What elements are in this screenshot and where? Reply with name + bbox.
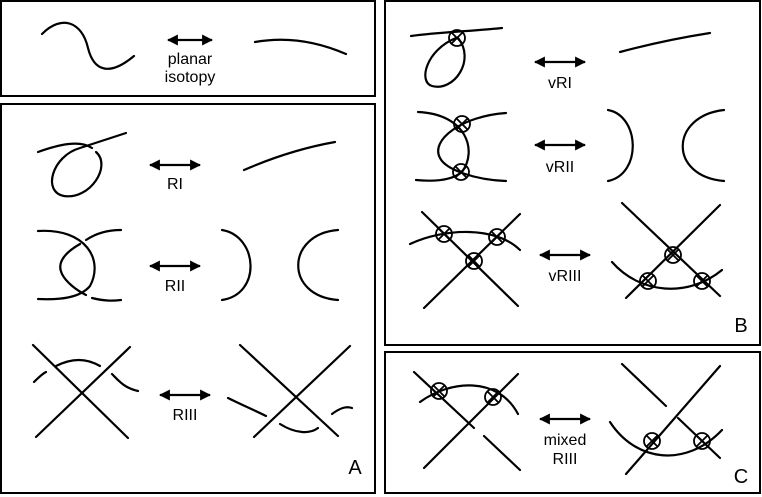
r2-separated-left xyxy=(220,228,252,302)
vr1-unlooped-strand xyxy=(618,31,712,54)
r3-middle-piece-2 xyxy=(54,358,102,368)
r1-move: RI xyxy=(36,131,337,198)
vr2-separated-left xyxy=(606,108,634,183)
r2-understrand-bottom xyxy=(90,296,123,302)
straight-strand xyxy=(253,38,348,56)
r3-moved-middle-piece-2 xyxy=(278,422,320,434)
mixed-moved-left-strand-upper xyxy=(620,362,668,408)
vr2-strand-2 xyxy=(437,111,508,183)
vr1-label: vRI xyxy=(548,75,572,92)
planar-isotopy-frame xyxy=(0,0,376,97)
mixed-middle-strand xyxy=(418,384,520,416)
r1-unlooped-strand xyxy=(242,140,337,172)
r3-left-strand xyxy=(31,343,130,440)
mixed-r3-move: mixed RIII xyxy=(412,362,724,476)
planar-label-line1: planar xyxy=(168,51,213,68)
r2-understrand-top xyxy=(84,228,123,242)
mixed-left-strand-upper xyxy=(412,370,476,430)
vr3-label: vRIII xyxy=(549,268,582,285)
vr3-move: vRIII xyxy=(408,201,724,310)
vr3-left-strand xyxy=(420,210,520,308)
vr3-right-strand xyxy=(422,212,522,310)
r3-move: RIII xyxy=(31,343,354,440)
mixed-moved-middle-strand xyxy=(608,420,724,457)
r2-understrand-mid xyxy=(59,242,88,297)
r1-loop-overstrand xyxy=(36,142,94,154)
mixed-label-line2: RIII xyxy=(553,451,578,468)
r3-moved-left-strand xyxy=(238,343,340,438)
r3-moved-right-strand xyxy=(252,344,352,439)
vr2-label: vRII xyxy=(546,159,574,176)
mixed-left-strand-lower xyxy=(482,434,522,472)
panel-a-frame xyxy=(0,103,376,494)
r3-moved-middle-piece-1 xyxy=(226,396,268,418)
vr1-move: vRI xyxy=(409,26,712,92)
r3-middle-piece-3 xyxy=(110,372,140,393)
r3-moved-middle-piece-3 xyxy=(330,406,354,416)
panel-b-letter: B xyxy=(734,315,747,337)
mixed-virtual-crossing-right-icon xyxy=(484,388,502,406)
vr3-virtual-crossing-middle-icon xyxy=(465,252,483,270)
vr2-virtual-crossing-bottom-icon xyxy=(452,163,470,181)
mixed-moved-virtual-crossing-left-icon xyxy=(643,432,661,450)
wiggly-strand xyxy=(40,21,136,70)
r1-label: RI xyxy=(167,176,183,193)
vr3-moved-virtual-crossing-top-icon xyxy=(664,246,682,264)
r2-separated-right xyxy=(297,228,340,302)
mixed-right-strand xyxy=(422,372,520,470)
mixed-label-line1: mixed xyxy=(544,432,587,449)
r2-label: RII xyxy=(165,278,185,295)
panel-b: vRI vRII vRIII xyxy=(384,0,761,346)
vr2-separated-right xyxy=(681,108,726,183)
planar-isotopy-panel: planar isotopy xyxy=(0,0,376,97)
r2-overstrand xyxy=(36,229,96,301)
r3-middle-piece-1 xyxy=(32,370,48,384)
r2-move: RII xyxy=(36,228,340,302)
vr3-moved-virtual-crossing-right-icon xyxy=(693,272,711,290)
r1-loop-understrand xyxy=(50,131,128,198)
r3-label: RIII xyxy=(173,407,198,424)
panel-c-frame xyxy=(384,351,761,494)
panel-b-frame xyxy=(384,0,761,346)
panel-c: mixed RIII C xyxy=(384,351,761,494)
vr3-virtual-crossing-right-icon xyxy=(488,228,506,246)
panel-a: RI RII RIII A xyxy=(0,103,376,494)
panel-a-letter: A xyxy=(348,457,362,479)
vr1-virtual-loop xyxy=(424,36,466,88)
mixed-moved-right-strand xyxy=(624,364,722,476)
panel-c-letter: C xyxy=(734,466,748,488)
vr2-move: vRII xyxy=(414,108,726,183)
planar-label-line2: isotopy xyxy=(165,69,216,86)
vr3-middle-strand xyxy=(408,230,522,252)
r3-right-strand xyxy=(34,345,132,439)
